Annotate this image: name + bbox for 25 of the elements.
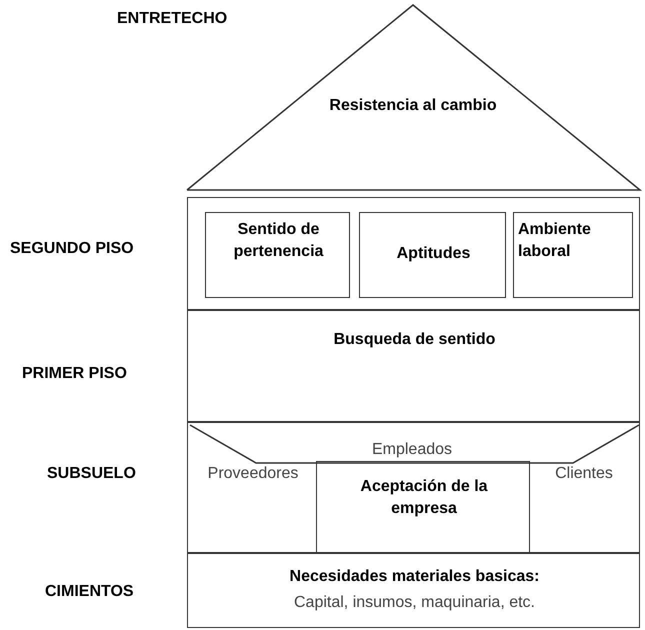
node-label: Aceptación de la empresa [359, 477, 489, 519]
attribute-box [513, 212, 633, 298]
attribute-box [359, 212, 506, 298]
attribute-box [205, 212, 350, 298]
node-label: Busqueda de sentido [332, 330, 496, 350]
node-label: Ambiente laboral [518, 220, 592, 262]
center-box [316, 461, 530, 554]
level-label: ENTRETECHO [117, 10, 228, 28]
basement-band [187, 422, 640, 553]
node-label: Clientes [554, 464, 614, 484]
floor-band [187, 197, 640, 310]
level-label: SUBSUELO [47, 465, 136, 483]
node-label: Empleados [370, 440, 454, 460]
level-label: CIMIENTOS [45, 583, 134, 601]
trapezoid-area [188, 423, 641, 463]
node-label: Sentido de pertenencia [232, 220, 324, 262]
level-label: SEGUNDO PISO [10, 240, 134, 258]
foundation-band [187, 553, 640, 628]
node-label: Proveedores [206, 464, 300, 484]
level-label: PRIMER PISO [22, 365, 127, 383]
node-detail: Capital, insumos, maquinaria, etc. [293, 593, 536, 613]
node-label: Resistencia al cambio [328, 96, 498, 116]
floor-band [187, 310, 640, 422]
node-label: Necesidades materiales basicas: [288, 567, 540, 587]
node-label: Aptitudes [396, 244, 472, 264]
